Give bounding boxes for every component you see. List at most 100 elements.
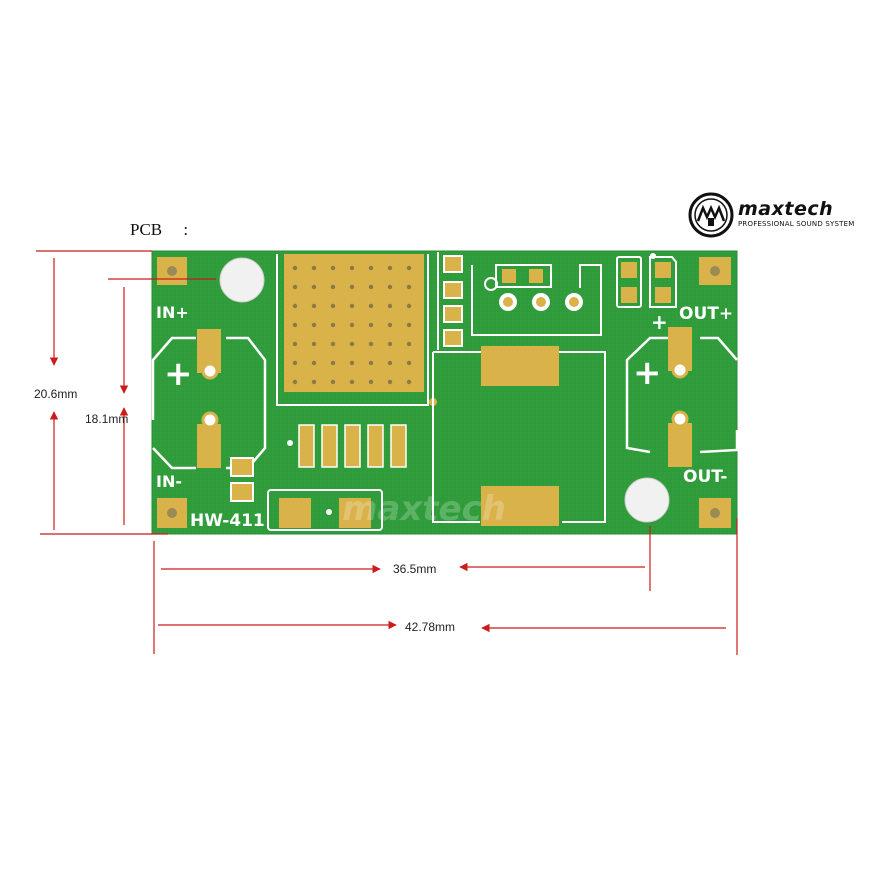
mounting-pad-in-plus	[157, 257, 187, 285]
inductor-via-grid	[292, 265, 412, 385]
input-cap-plus-label: +	[164, 354, 193, 394]
maxtech-logo: maxtech PROFESSIONAL SOUND SYSTEM	[688, 192, 863, 240]
inductor-via	[330, 322, 336, 328]
inductor-via	[368, 265, 374, 271]
inductor-via	[330, 341, 336, 347]
output-capacitor-via-top	[671, 361, 689, 379]
out-plus-label: OUT+	[679, 304, 733, 324]
inductor-via	[406, 303, 412, 309]
output-capacitor-outline	[625, 336, 739, 454]
inductor-via	[292, 322, 298, 328]
inductor-via	[406, 360, 412, 366]
inductor-via	[387, 379, 393, 385]
diode-pad-left	[279, 498, 311, 528]
inductor-via	[311, 360, 317, 366]
inductor-via	[311, 341, 317, 347]
inductor-via	[330, 360, 336, 366]
inductor-via	[368, 322, 374, 328]
inductor-via	[292, 360, 298, 366]
potentiometer-footprint	[471, 264, 602, 336]
inductor-via	[292, 341, 298, 347]
mounting-hole-bottom	[624, 477, 670, 523]
output-cap-plus-label: +	[633, 353, 662, 393]
mounting-pad-in-minus	[157, 498, 187, 528]
inductor-via	[387, 284, 393, 290]
inductor-via	[368, 284, 374, 290]
inductor-via	[349, 284, 355, 290]
inductor-via	[406, 284, 412, 290]
logo-brand: maxtech	[738, 198, 834, 220]
model-label: HW-411	[190, 511, 265, 531]
inductor-via	[349, 341, 355, 347]
maxtech-logo-icon	[688, 192, 734, 238]
inductor-via	[292, 265, 298, 271]
inductor-via	[292, 303, 298, 309]
input-capacitor-pad-bottom	[197, 424, 221, 468]
input-capacitor-via-bottom	[201, 411, 219, 429]
inductor-via	[368, 303, 374, 309]
vertical-smd-pads	[437, 252, 463, 350]
output-inductor-pad-top	[481, 346, 559, 386]
dim-label-width-total: 42.78mm	[405, 620, 455, 634]
output-inductor-pad-bottom	[481, 486, 559, 526]
ic-pad	[298, 424, 315, 468]
out-plus-sign: +	[651, 310, 668, 334]
pcb-caption: PCB :	[130, 220, 189, 239]
resistor-pad-top	[230, 457, 254, 477]
inductor-via	[292, 284, 298, 290]
inductor-via	[311, 303, 317, 309]
inductor-via	[349, 379, 355, 385]
output-capacitor-via-bottom	[671, 410, 689, 428]
inductor-via	[406, 322, 412, 328]
ic-pad	[321, 424, 338, 468]
inductor-via	[349, 322, 355, 328]
inductor-via	[311, 284, 317, 290]
logo-tagline: PROFESSIONAL SOUND SYSTEM	[738, 220, 855, 228]
output-capacitor-pad-bottom	[668, 423, 692, 467]
inductor-via	[311, 265, 317, 271]
inductor-via	[368, 379, 374, 385]
ic-pad	[344, 424, 361, 468]
inductor-via	[368, 341, 374, 347]
inductor-via	[368, 360, 374, 366]
inductor-via	[311, 379, 317, 385]
in-minus-label: IN-	[156, 472, 182, 491]
inductor-via	[349, 360, 355, 366]
mounting-pad-out-plus	[699, 257, 731, 285]
inductor-via	[311, 322, 317, 328]
watermark: maxtech	[342, 489, 506, 529]
inductor-via	[406, 379, 412, 385]
inductor-via	[330, 265, 336, 271]
dim-label-width-holes: 36.5mm	[393, 562, 436, 576]
ic-pad	[390, 424, 407, 468]
diode-dot	[326, 509, 332, 515]
resistor-pad-bottom	[230, 482, 254, 502]
inductor-via	[406, 341, 412, 347]
inductor-via	[349, 265, 355, 271]
dim-label-height-inner: 18.1mm	[85, 412, 128, 426]
ic-pin1-dot	[287, 440, 293, 446]
dimension-annotations	[36, 250, 738, 655]
inductor-via	[387, 322, 393, 328]
ic-pad-row	[298, 424, 407, 468]
in-plus-label: IN+	[156, 303, 189, 322]
inductor-silkscreen	[276, 254, 429, 406]
inductor-via	[330, 303, 336, 309]
mounting-pad-out-minus	[699, 498, 731, 528]
inductor-via	[330, 284, 336, 290]
inductor-via	[387, 341, 393, 347]
mounting-hole-top	[219, 257, 265, 303]
diode-outline	[267, 489, 383, 531]
inductor-via	[387, 360, 393, 366]
inductor-pad	[284, 254, 424, 392]
led-pads	[616, 253, 677, 308]
dim-label-height-outer: 20.6mm	[34, 387, 77, 401]
inductor-via	[387, 303, 393, 309]
ic-pad	[367, 424, 384, 468]
inductor-via	[349, 303, 355, 309]
inductor-via	[387, 265, 393, 271]
out-minus-label: OUT-	[683, 467, 727, 487]
input-capacitor-via-top	[201, 362, 219, 380]
